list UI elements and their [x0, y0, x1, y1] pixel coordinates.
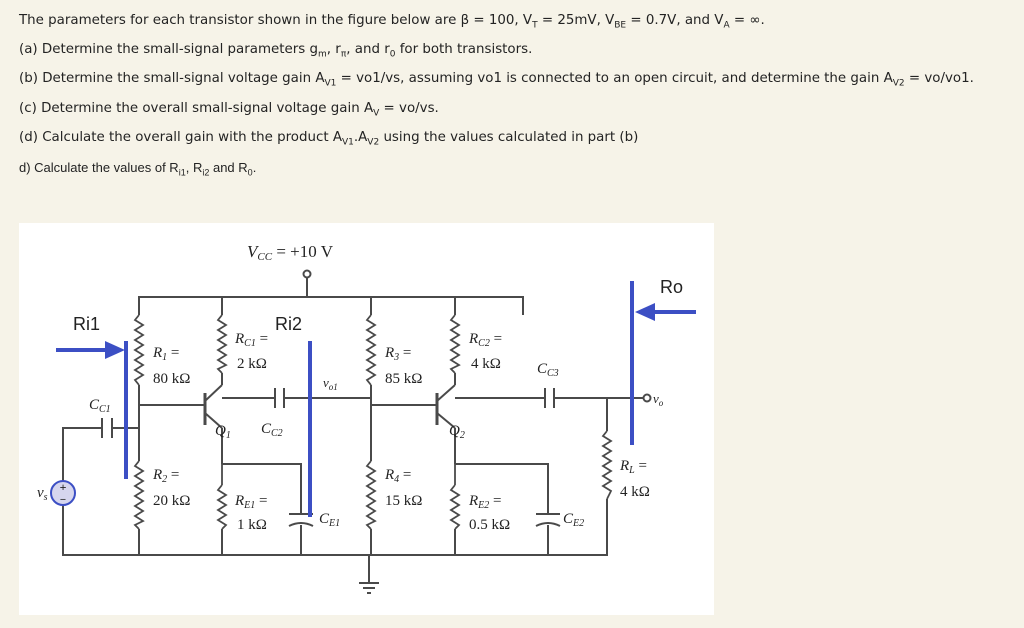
- ro-arrow-head: [635, 303, 655, 321]
- question-part-d-resistances: d) Calculate the values of Ri1, Ri2 and …: [19, 160, 257, 178]
- vo-label: vo: [653, 391, 664, 408]
- question-part-a: (a) Determine the small-signal parameter…: [19, 42, 533, 60]
- vs-minus-sign: −: [60, 494, 66, 506]
- circuit-wires: [62, 277, 643, 583]
- vs-plus-sign: +: [60, 480, 67, 494]
- rl-value: 4 kΩ: [620, 484, 650, 500]
- cc3-label: CC3: [537, 361, 559, 379]
- rc2-value: 4 kΩ: [471, 356, 501, 372]
- r2-value: 20 kΩ: [153, 493, 190, 509]
- r4-resistor: [365, 460, 377, 530]
- ro-label: Ro: [660, 277, 683, 297]
- cc1-label: CC1: [89, 397, 111, 415]
- e2-node: [455, 463, 549, 513]
- vs-label: vs: [37, 485, 48, 503]
- vs-wire: [62, 427, 101, 481]
- rl-label: RL =: [619, 458, 647, 476]
- q1-collector-lead: [204, 384, 223, 402]
- vo1-label: vo1: [323, 375, 338, 392]
- ce2-label: CE2: [563, 511, 584, 529]
- r1-value: 80 kΩ: [153, 371, 190, 387]
- vs-source: [50, 480, 76, 506]
- question-part-d: (d) Calculate the overall gain with the …: [19, 130, 639, 148]
- r1-label: R1 =: [152, 345, 179, 363]
- rl-resistor: [601, 430, 613, 500]
- r4-value: 15 kΩ: [385, 493, 422, 509]
- re2-resistor: [449, 484, 461, 530]
- vcc-rail: [138, 296, 524, 315]
- question-part-c: (c) Determine the overall small-signal v…: [19, 101, 439, 119]
- ri1-label: Ri1: [73, 314, 100, 334]
- r3-resistor: [365, 314, 377, 386]
- output-terminal: [642, 393, 652, 403]
- re2-label: RE2 =: [468, 493, 502, 511]
- e1-node: [222, 463, 302, 513]
- rc1-value: 2 kΩ: [237, 356, 267, 372]
- ce1-label: CE1: [319, 511, 340, 529]
- ground-symbol: [359, 582, 379, 594]
- question-part-b: (b) Determine the small-signal voltage g…: [19, 71, 974, 89]
- vcc-terminal: [302, 269, 312, 279]
- ce2-plate-bottom: [535, 522, 561, 527]
- r2-resistor: [133, 460, 145, 530]
- circuit-diagram: + − VCC = +10 V vs CC1 R1 = 80 kΩ R2 = 2…: [19, 223, 714, 615]
- rc1-label: RC1 =: [234, 331, 268, 349]
- q1-emitter-lead: [204, 412, 223, 429]
- r2-label: R2 =: [152, 467, 179, 485]
- q2-emitter-lead: [436, 412, 456, 429]
- ground-rail: [62, 499, 608, 556]
- re1-value: 1 kΩ: [237, 517, 267, 533]
- q1-label: Q1: [215, 423, 231, 441]
- ri1-arrow-head: [105, 341, 125, 359]
- vcc-label: VCC = +10 V: [247, 242, 334, 263]
- r4-label: R4 =: [384, 467, 411, 485]
- question-line-params: The parameters for each transistor shown…: [19, 13, 765, 31]
- rc2-resistor: [449, 314, 461, 374]
- r1-resistor: [133, 314, 145, 386]
- r3-label: R3 =: [384, 345, 411, 363]
- rc2-label: RC2 =: [468, 331, 502, 349]
- ce1-plate-bottom: [288, 522, 314, 527]
- cc2-label: CC2: [261, 421, 283, 439]
- r3-value: 85 kΩ: [385, 371, 422, 387]
- rc1-resistor: [216, 314, 228, 374]
- re2-value: 0.5 kΩ: [469, 517, 510, 533]
- re1-label: RE1 =: [234, 493, 268, 511]
- q2-collector-lead: [436, 384, 456, 402]
- circuit-svg: + − VCC = +10 V vs CC1 R1 = 80 kΩ R2 = 2…: [37, 242, 696, 594]
- re1-resistor: [216, 484, 228, 530]
- ri2-label: Ri2: [275, 314, 302, 334]
- q2-label: Q2: [449, 423, 465, 441]
